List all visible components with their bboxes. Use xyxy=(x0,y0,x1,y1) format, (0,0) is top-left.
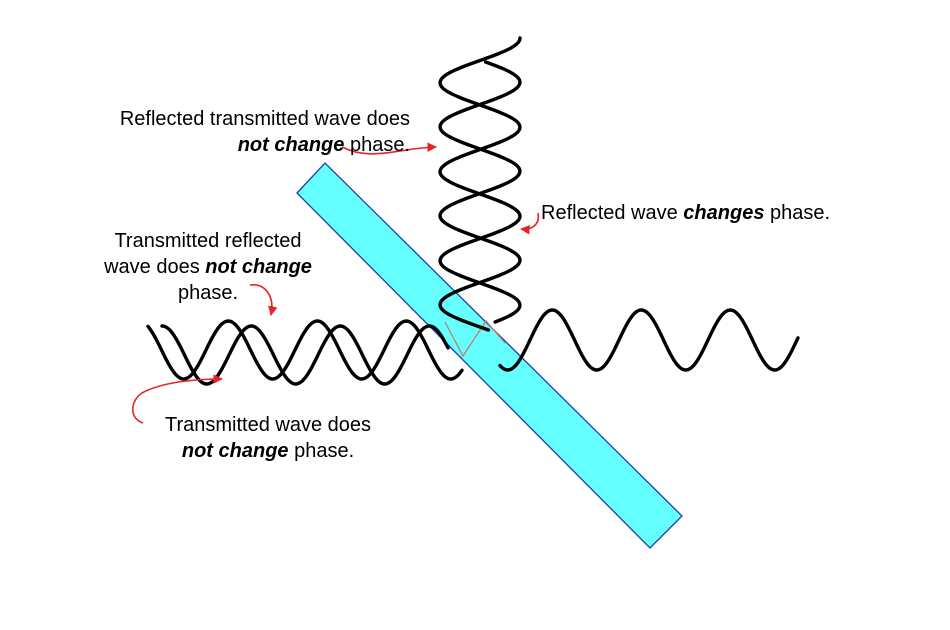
arrow-reflected-transmitted xyxy=(341,142,437,155)
reflected-wave xyxy=(438,36,522,324)
transmitted-wave-incoming xyxy=(146,319,464,381)
label-text: Reflected wave xyxy=(541,202,684,224)
label-emphasis: not change xyxy=(181,440,289,462)
label-line: not change phase. xyxy=(58,132,410,158)
label-line: wave does not change xyxy=(58,254,358,280)
label-reflected-transmitted: Reflected transmitted wave does not chan… xyxy=(58,106,410,158)
label-emphasis: not change xyxy=(205,256,312,278)
label-emphasis: changes xyxy=(683,202,765,224)
arrow-transmitted-reflected xyxy=(249,284,278,316)
label-transmitted: Transmitted wave does not change phase. xyxy=(144,412,392,464)
beam-splitter-plate xyxy=(296,162,683,549)
label-text: wave does xyxy=(104,256,206,278)
label-emphasis: not change xyxy=(237,134,345,156)
reflected-transmitted-wave xyxy=(438,60,522,332)
transmitted-wave-outgoing xyxy=(498,308,800,372)
arrow-reflected-changes xyxy=(520,212,540,235)
transmitted-reflected-wave xyxy=(160,324,450,386)
label-line: Transmitted reflected xyxy=(114,230,302,252)
internal-reflection-path xyxy=(444,319,506,358)
label-text: phase. xyxy=(344,134,410,156)
label-text: phase. xyxy=(764,202,831,224)
label-transmitted-reflected: Transmitted reflected wave does not chan… xyxy=(58,228,358,306)
label-line: Transmitted wave does xyxy=(164,414,371,436)
label-line: not change phase. xyxy=(144,438,392,464)
label-text: phase. xyxy=(288,440,355,462)
label-reflected-changes: Reflected wave changes phase. xyxy=(541,200,830,226)
label-line: phase. xyxy=(177,282,239,304)
label-line: Reflected transmitted wave does xyxy=(119,108,410,130)
arrow-transmitted xyxy=(131,374,223,424)
